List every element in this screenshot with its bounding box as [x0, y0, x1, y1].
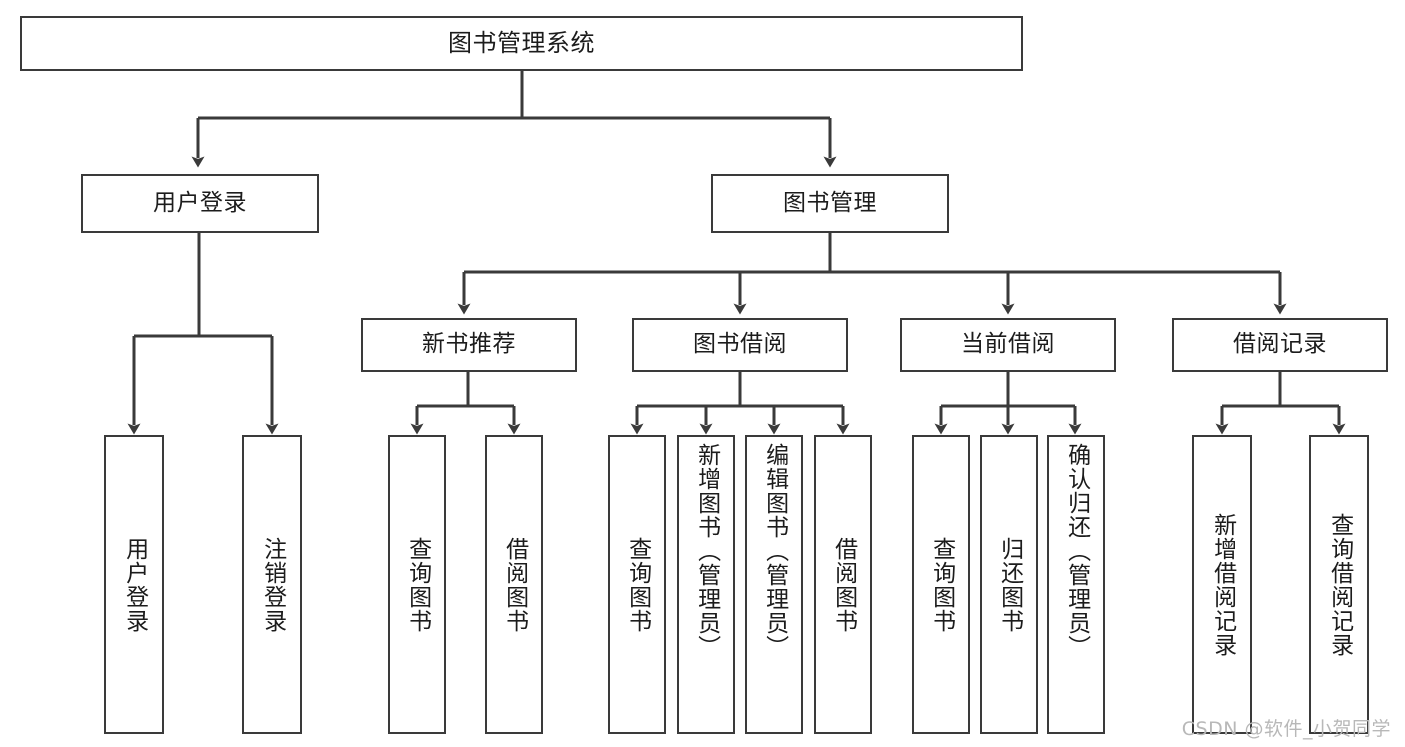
node-current-borrow[interactable]: 当前借阅: [900, 318, 1116, 372]
watermark-text: CSDN @软件_小贺同学: [1181, 718, 1391, 740]
node-label: 用户登录: [153, 189, 247, 216]
node-label: 确认归还（管理员）: [1063, 443, 1090, 659]
node-leaf-user-login[interactable]: 用户登录: [104, 435, 164, 734]
node-label: 归还图书: [996, 536, 1023, 633]
node-label: 编辑图书（管理员）: [761, 443, 788, 659]
node-leaf-borrow-book-1[interactable]: 借阅图书: [485, 435, 543, 734]
node-label: 新增借阅记录: [1209, 512, 1236, 657]
node-leaf-add-record[interactable]: 新增借阅记录: [1192, 435, 1252, 734]
node-label: 查询图书: [404, 536, 431, 633]
node-leaf-edit-book[interactable]: 编辑图书（管理员）: [745, 435, 803, 734]
node-leaf-user-logout[interactable]: 注销登录: [242, 435, 302, 734]
node-label: 用户登录: [121, 536, 148, 633]
node-label: 图书管理: [783, 189, 877, 216]
node-label: 借阅图书: [830, 536, 857, 633]
node-book-manage[interactable]: 图书管理: [711, 174, 949, 233]
node-new-book-recommend[interactable]: 新书推荐: [361, 318, 577, 372]
node-leaf-add-book[interactable]: 新增图书（管理员）: [677, 435, 735, 734]
node-label: 查询图书: [624, 536, 651, 633]
node-leaf-borrow-book-2[interactable]: 借阅图书: [814, 435, 872, 734]
node-book-borrow[interactable]: 图书借阅: [632, 318, 848, 372]
node-borrow-record[interactable]: 借阅记录: [1172, 318, 1388, 372]
node-label: 注销登录: [259, 536, 286, 633]
node-label: 借阅图书: [501, 536, 528, 633]
node-label: 图书借阅: [693, 331, 787, 358]
node-leaf-query-book-2[interactable]: 查询图书: [608, 435, 666, 734]
node-leaf-return-book[interactable]: 归还图书: [980, 435, 1038, 734]
node-leaf-query-book-3[interactable]: 查询图书: [912, 435, 970, 734]
node-label: 查询借阅记录: [1326, 512, 1353, 657]
node-root-system[interactable]: 图书管理系统: [20, 16, 1023, 71]
node-leaf-query-book-1[interactable]: 查询图书: [388, 435, 446, 734]
node-leaf-query-record[interactable]: 查询借阅记录: [1309, 435, 1369, 734]
node-user-login[interactable]: 用户登录: [81, 174, 319, 233]
node-label: 图书管理系统: [448, 29, 595, 58]
node-label: 借阅记录: [1233, 331, 1327, 358]
node-label: 新书推荐: [422, 331, 516, 358]
node-label: 查询图书: [928, 536, 955, 633]
node-label: 当前借阅: [961, 331, 1055, 358]
node-label: 新增图书（管理员）: [693, 443, 720, 659]
node-leaf-confirm-return[interactable]: 确认归还（管理员）: [1047, 435, 1105, 734]
